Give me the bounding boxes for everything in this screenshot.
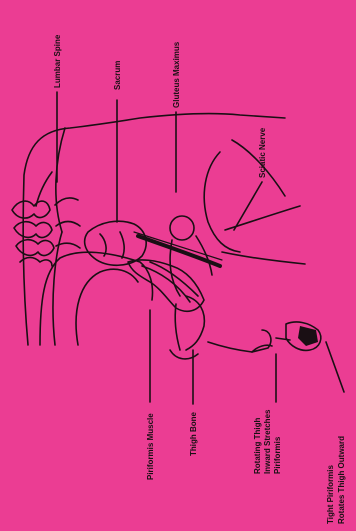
gluteus-maximus-outline: [204, 152, 240, 252]
label-tight-piriformis-2: Rotates Thigh Outward: [337, 436, 346, 524]
pelvis: [40, 252, 153, 345]
label-tight-piriformis-1: Tight Piriformis: [326, 464, 335, 524]
body-outline: [23, 114, 285, 345]
label-piriformis-muscle: Piriformis Muscle: [146, 413, 155, 480]
label-sacrum: Sacrum: [113, 61, 122, 90]
label-gluteus-maximus: Gluteus Maximus: [172, 41, 181, 108]
label-rotating-thigh-2: Inward Stretches: [263, 409, 272, 474]
leader-tight-piriformis: [326, 342, 344, 392]
sacrum: [85, 221, 147, 265]
rotating-thigh-figure: [208, 330, 271, 352]
thigh-outline-lower: [222, 252, 305, 264]
label-lumbar-spine: Lumbar Spine: [53, 34, 62, 88]
label-rotating-thigh-3: Piriformis: [273, 436, 282, 474]
lumbar-spine: [12, 172, 80, 266]
pelvis-inner: [76, 269, 138, 345]
label-sciatic-nerve: Sciatic Nerve: [258, 127, 267, 178]
tight-piriformis-fill: [298, 326, 318, 346]
thigh-bone: [175, 296, 204, 350]
label-rotating-thigh-1: Rotating Thigh: [253, 417, 262, 474]
femoral-head: [170, 216, 194, 240]
label-thigh-bone: Thigh Bone: [189, 411, 198, 456]
piriformis-muscle: [128, 260, 204, 311]
